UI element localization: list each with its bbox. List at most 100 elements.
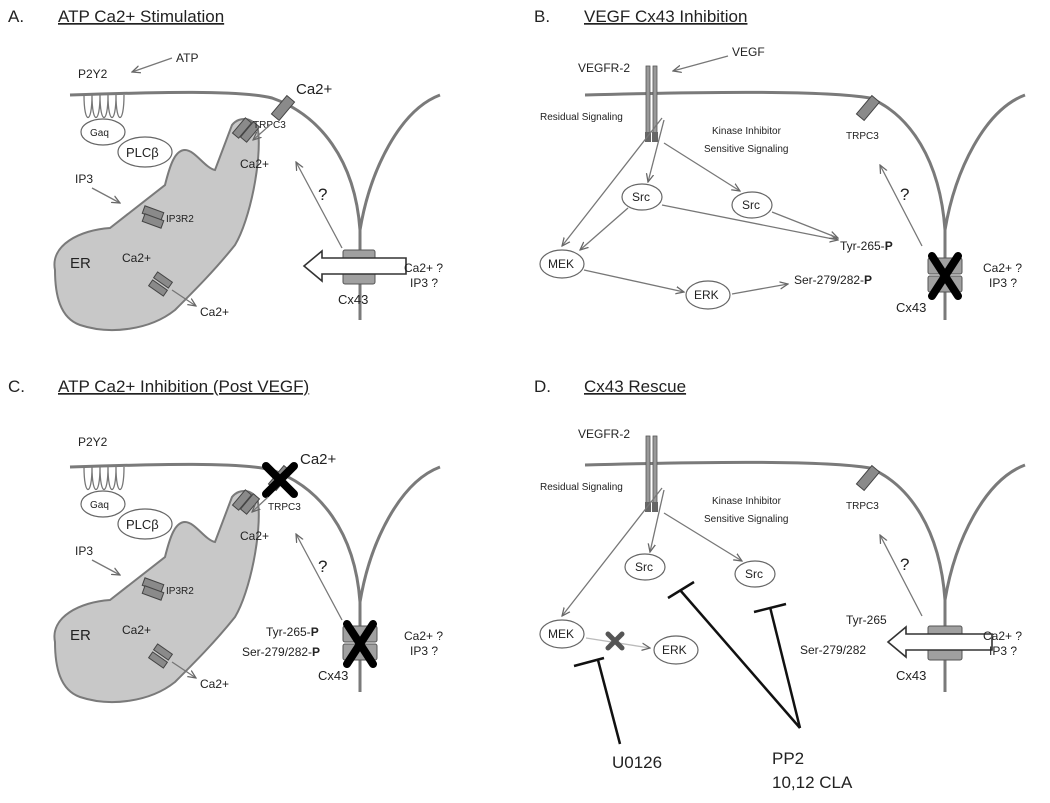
ser-label: Ser-279/282-P xyxy=(242,645,320,659)
cx43-efflux-arrow xyxy=(886,625,993,659)
pp2-inhibitor-line-1 xyxy=(679,589,801,729)
src1-label: Src xyxy=(635,560,653,574)
er-label: ER xyxy=(70,255,91,272)
u0126-inhibitor-line xyxy=(596,659,622,745)
erk-oval xyxy=(653,635,699,665)
cx43-efflux-arrow xyxy=(302,249,407,283)
mek-oval xyxy=(539,249,585,279)
plcb-label: PLCβ xyxy=(126,145,159,160)
vegf-arrow xyxy=(673,55,729,71)
mek-label: MEK xyxy=(548,627,574,641)
ca-trpc-label: Ca2+ xyxy=(240,157,269,171)
residual-mek-arrow xyxy=(562,487,663,616)
u0126-inhibitor-bar xyxy=(573,656,605,668)
pp2-inhibitor-bar-1 xyxy=(667,580,695,600)
cell-membrane xyxy=(584,460,947,692)
mek-label: MEK xyxy=(548,257,574,271)
er-release-channel-2 xyxy=(147,651,169,669)
panel-d: D. Cx43 Rescue VEGFR-2 Residual Signalin… xyxy=(534,377,1026,792)
vegf-label: VEGF xyxy=(732,45,765,59)
neighbor-membrane xyxy=(358,465,441,603)
tyr-label: Tyr-265-P xyxy=(840,239,893,253)
panel-d-letter: D. xyxy=(534,377,551,396)
vegfr2-kinase-right xyxy=(652,132,658,142)
panel-a: A. ATP Ca2+ Stimulation P2Y2 ATP Gaq PLC… xyxy=(8,7,443,331)
ip3-q-label: IP3 ? xyxy=(989,276,1017,290)
trpc3-ca-arrow xyxy=(253,124,271,140)
ip3-label: IP3 xyxy=(75,172,93,186)
tyr-label: Tyr-265-P xyxy=(266,625,319,639)
cell-membrane xyxy=(69,90,362,320)
er-release-arrow xyxy=(171,289,196,306)
vegfr2-kinase-left xyxy=(645,132,651,142)
panel-c: C. ATP Ca2+ Inhibition (Post VEGF) P2Y2 … xyxy=(8,377,443,703)
ca-er-out-label: Ca2+ xyxy=(200,677,229,691)
block-x-icon xyxy=(343,620,377,668)
kinase-line1: Kinase Inhibitor xyxy=(712,126,782,137)
kinase-line2: Sensitive Signaling xyxy=(704,144,789,155)
ip3r2-label: IP3R2 xyxy=(166,214,194,225)
trpc3-label: TRPC3 xyxy=(268,502,301,513)
er-label: ER xyxy=(70,627,91,644)
panel-b-letter: B. xyxy=(534,7,550,26)
residual-label: Residual Signaling xyxy=(540,482,623,493)
neighbor-membrane xyxy=(943,93,1026,231)
src1-label: Src xyxy=(632,190,650,204)
kinase-src-arrow xyxy=(663,142,740,191)
ca-q-label: Ca2+ ? xyxy=(983,261,1022,275)
block-x-icon xyxy=(928,252,962,300)
cell-membrane xyxy=(584,90,947,320)
ip3r2-label: IP3R2 xyxy=(166,586,194,597)
question-arrow xyxy=(880,535,923,617)
mek-block-x-icon xyxy=(605,631,625,651)
src-mek-arrow xyxy=(580,207,629,250)
ca-q-label: Ca2+ ? xyxy=(404,629,443,643)
trpc3-channel xyxy=(855,94,881,122)
erk-ser-arrow xyxy=(731,284,788,295)
src2-label: Src xyxy=(745,567,763,581)
trpc3-label: TRPC3 xyxy=(846,131,879,142)
vegfr2-kinase-right xyxy=(652,502,658,512)
mek-oval xyxy=(539,619,585,649)
ip3r2-channel-2 xyxy=(141,213,165,229)
src2-oval xyxy=(731,191,773,219)
ca-trpc-label: Ca2+ xyxy=(240,529,269,543)
ser-label: Ser-279/282 xyxy=(800,643,866,657)
ip3-arrow xyxy=(91,187,120,203)
vegfr2-kinase-left xyxy=(645,502,651,512)
ca-top-label: Ca2+ xyxy=(300,451,337,468)
cla-label: 10,12 CLA xyxy=(772,773,853,792)
p2y2-label: P2Y2 xyxy=(78,67,108,81)
ca-q-label: Ca2+ ? xyxy=(983,629,1022,643)
trpc3-channel xyxy=(270,94,296,122)
panel-b-title: VEGF Cx43 Inhibition xyxy=(584,7,747,26)
atp-arrow xyxy=(132,57,173,72)
plcb-oval xyxy=(117,508,173,540)
panel-d-title: Cx43 Rescue xyxy=(584,377,686,396)
ip3-q-label: IP3 ? xyxy=(410,644,438,658)
question-arrow xyxy=(880,165,923,247)
src1-oval xyxy=(624,553,666,581)
src2-tyr-arrow xyxy=(771,211,838,238)
p2y2-receptor xyxy=(83,94,125,118)
cx43-label: Cx43 xyxy=(318,668,348,683)
erk-oval xyxy=(685,280,731,310)
pp2-label: PP2 xyxy=(772,749,804,768)
pp2-inhibitor-bar-2 xyxy=(753,602,787,614)
question-mark: ? xyxy=(318,185,327,204)
cx43-label: Cx43 xyxy=(338,292,368,307)
vegfr2-left-chain xyxy=(645,435,651,511)
er-release-channel xyxy=(152,271,174,289)
tyr-label: Tyr-265 xyxy=(846,613,887,627)
panel-a-letter: A. xyxy=(8,7,24,26)
erk-label: ERK xyxy=(694,288,719,302)
neighbor-membrane xyxy=(358,93,441,231)
ca-er-out-label: Ca2+ xyxy=(200,305,229,319)
plcb-label: PLCβ xyxy=(126,517,159,532)
src-tyr-arrow xyxy=(661,204,838,240)
ip3-q-label: IP3 ? xyxy=(989,644,1017,658)
question-mark: ? xyxy=(900,185,909,204)
panel-c-title: ATP Ca2+ Inhibition (Post VEGF) xyxy=(58,377,309,396)
question-mark: ? xyxy=(900,555,909,574)
panel-c-letter: C. xyxy=(8,377,25,396)
